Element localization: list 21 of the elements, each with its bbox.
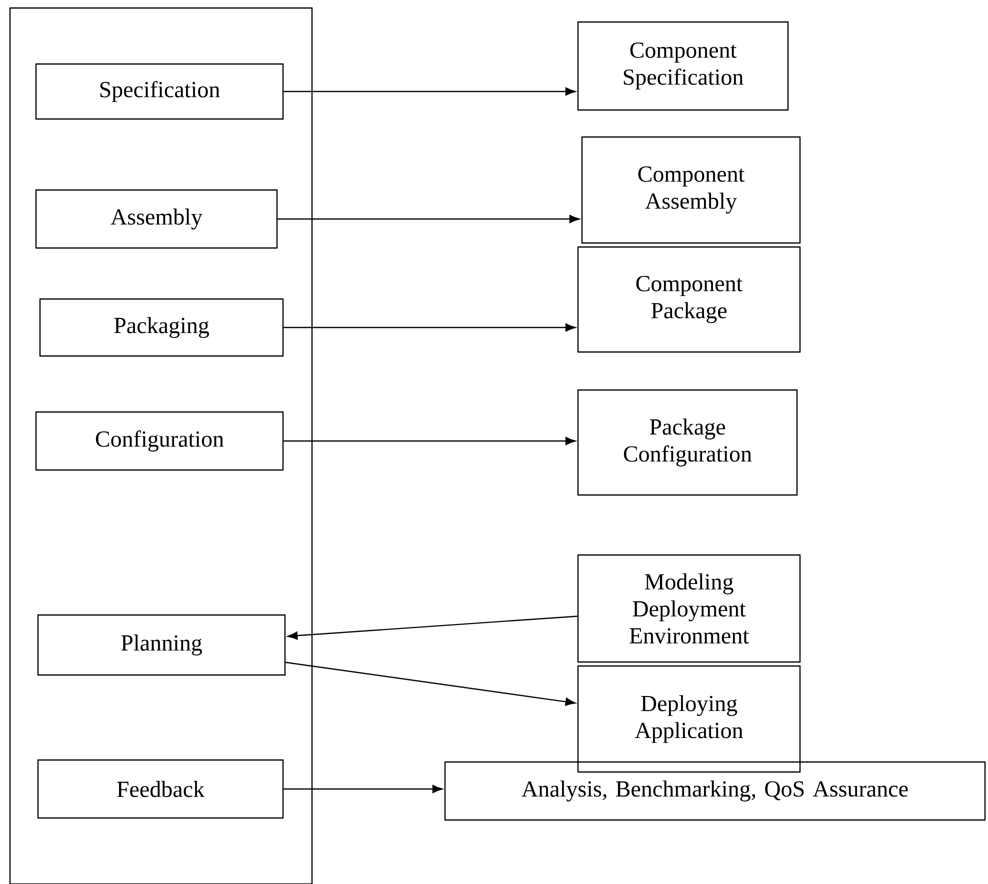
output-box: Component Specification (577, 21, 789, 111)
process-box: Planning (37, 614, 286, 676)
arrow (287, 616, 578, 640)
arrow (286, 662, 576, 706)
process-box: Feedback (37, 759, 284, 819)
output-box: Component Assembly (581, 136, 801, 244)
output-box: Modeling Deployment Environment (577, 554, 801, 663)
arrow (278, 214, 580, 224)
arrow (284, 436, 576, 446)
arrow (284, 87, 576, 96)
process-box: Configuration (35, 411, 284, 471)
output-box: Analysis, Benchmarking, QoS Assurance (444, 761, 986, 821)
output-box: Component Package (577, 246, 801, 353)
container-box (9, 7, 313, 884)
arrow (284, 784, 443, 794)
output-box: Deploying Application (577, 665, 801, 773)
process-box: Assembly (35, 189, 278, 249)
process-box: Packaging (39, 298, 284, 357)
output-box: Package Configuration (577, 389, 798, 496)
arrow (284, 323, 576, 332)
process-box: Specification (35, 63, 284, 120)
